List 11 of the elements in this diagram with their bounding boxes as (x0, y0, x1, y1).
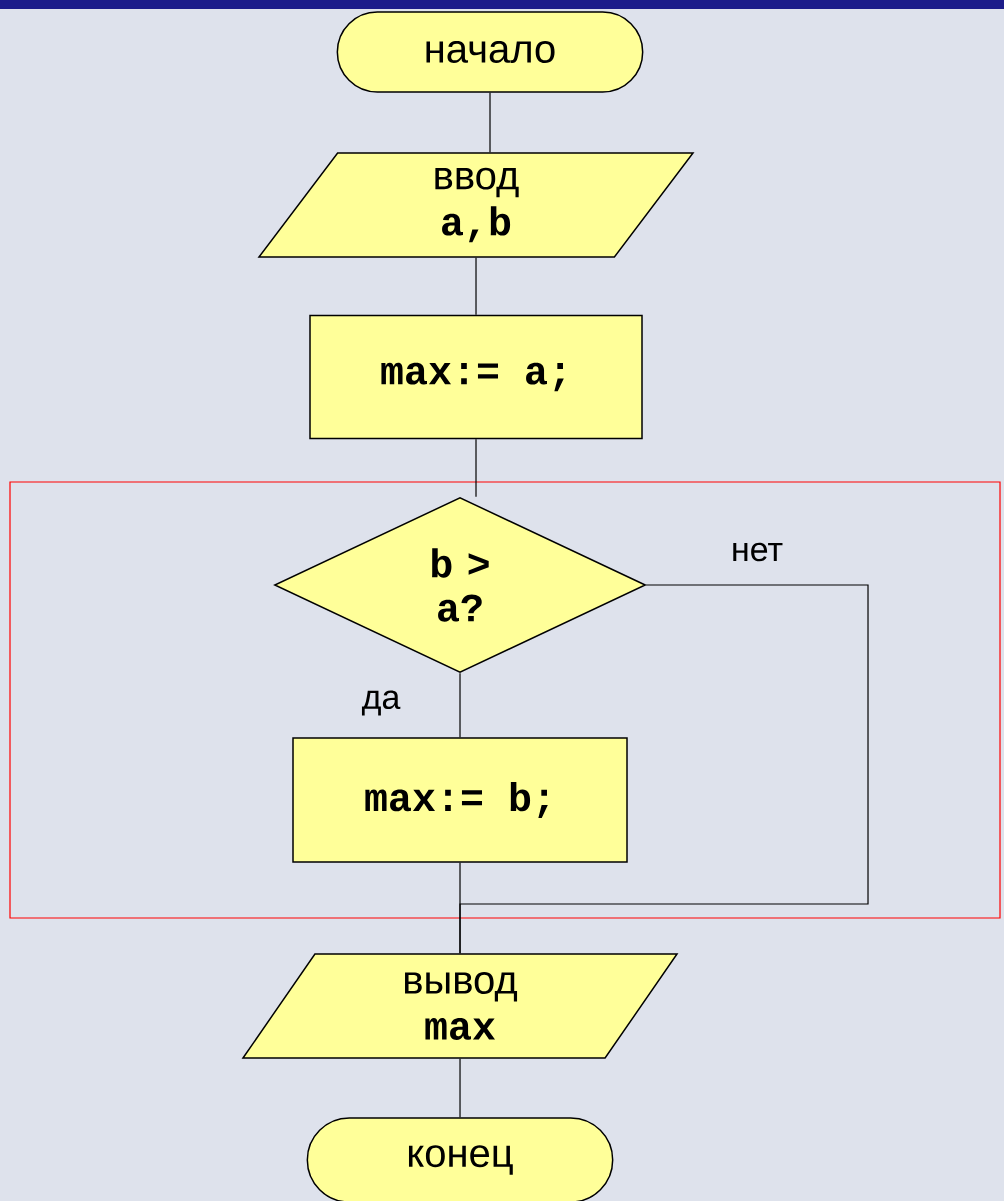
edge-label: нет (733, 542, 783, 562)
connector-line (459, 1058, 461, 1118)
connector-line (475, 257, 477, 316)
process-box: max:= a; (309, 314, 643, 440)
process-box: max:= b; (292, 737, 628, 863)
connector-line (489, 92, 491, 153)
edge-label: да (361, 690, 401, 716)
connector-line (459, 672, 461, 738)
connector-line (475, 438, 477, 498)
loop-frame (9, 481, 1001, 919)
connector-line (459, 862, 461, 954)
